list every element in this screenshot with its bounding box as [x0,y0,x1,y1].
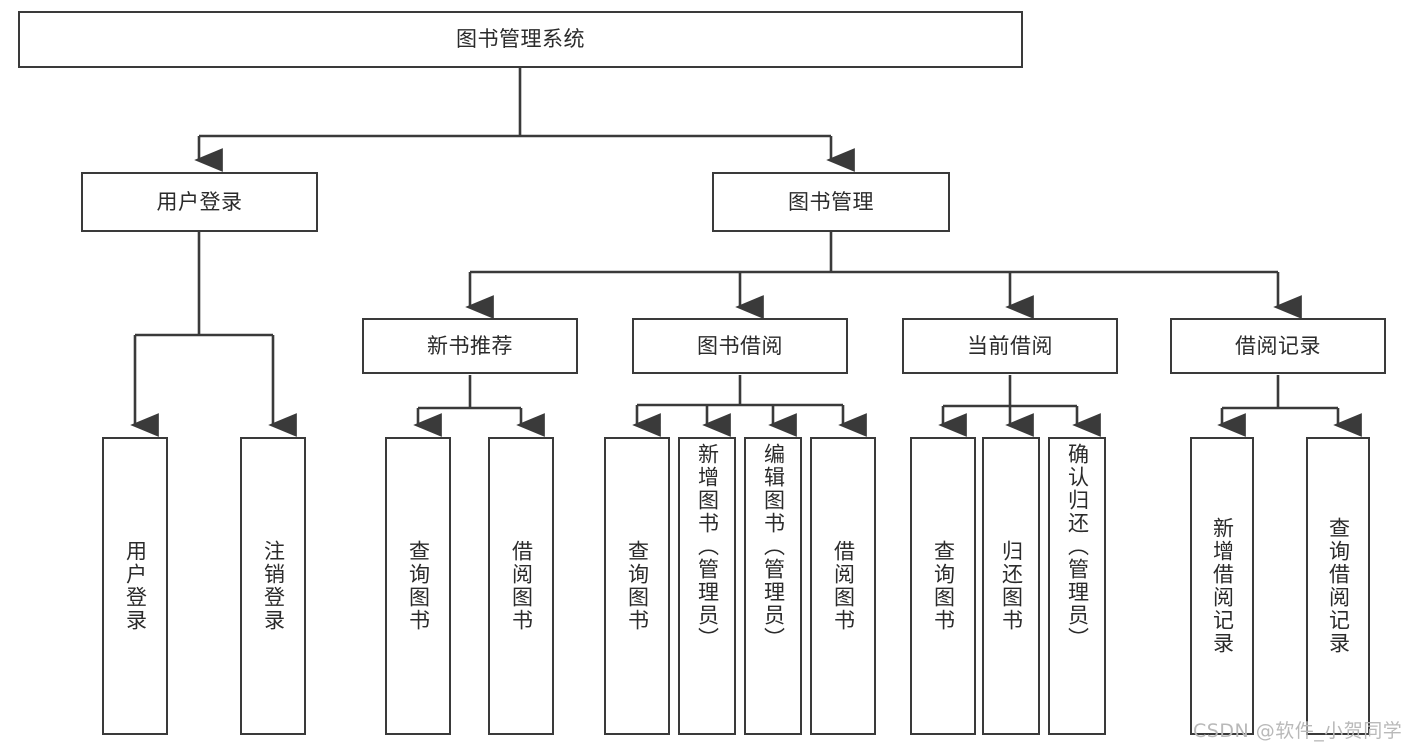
leaf-edit-book-label: 编辑图书（管理员） [761,443,786,650]
leaf-user-login[interactable]: 用户登录 [102,437,168,735]
leaf-logout-login-label: 注销登录 [261,540,286,632]
node-current-borrow-label: 当前借阅 [967,333,1053,358]
leaf-borrow-book-2-label: 借阅图书 [831,540,856,632]
node-borrow-record[interactable]: 借阅记录 [1170,318,1386,374]
leaf-borrow-book-1[interactable]: 借阅图书 [488,437,554,735]
node-book-manage-label: 图书管理 [788,189,874,214]
leaf-borrow-book-2[interactable]: 借阅图书 [810,437,876,735]
leaf-add-book[interactable]: 新增图书（管理员） [678,437,736,735]
leaf-return-book[interactable]: 归还图书 [982,437,1040,735]
leaf-query-book-1-label: 查询图书 [406,540,431,632]
leaf-user-login-label: 用户登录 [123,540,148,632]
node-user-login[interactable]: 用户登录 [81,172,318,232]
node-borrow-record-label: 借阅记录 [1235,333,1321,358]
node-book-borrow[interactable]: 图书借阅 [632,318,848,374]
node-current-borrow[interactable]: 当前借阅 [902,318,1118,374]
node-root-label: 图书管理系统 [456,27,585,52]
leaf-edit-book[interactable]: 编辑图书（管理员） [744,437,802,735]
csdn-watermark: CSDN @软件_小贺同学 [1193,716,1402,743]
leaf-add-record[interactable]: 新增借阅记录 [1190,437,1254,735]
leaf-query-record-label: 查询借阅记录 [1326,517,1351,655]
node-new-book-recommend[interactable]: 新书推荐 [362,318,578,374]
node-book-borrow-label: 图书借阅 [697,333,783,358]
leaf-query-book-2[interactable]: 查询图书 [604,437,670,735]
leaf-logout-login[interactable]: 注销登录 [240,437,306,735]
leaf-add-book-label: 新增图书（管理员） [695,443,720,650]
leaf-query-book-3[interactable]: 查询图书 [910,437,976,735]
leaf-query-book-1[interactable]: 查询图书 [385,437,451,735]
node-new-book-recommend-label: 新书推荐 [427,333,513,358]
leaf-add-record-label: 新增借阅记录 [1210,517,1235,655]
csdn-watermark-text: CSDN @软件_小贺同学 [1193,720,1403,742]
node-root[interactable]: 图书管理系统 [18,11,1023,68]
leaf-borrow-book-1-label: 借阅图书 [509,540,534,632]
node-book-manage[interactable]: 图书管理 [712,172,950,232]
leaf-query-book-3-label: 查询图书 [931,540,956,632]
leaf-query-book-2-label: 查询图书 [625,540,650,632]
node-user-login-label: 用户登录 [156,189,243,214]
leaf-query-record[interactable]: 查询借阅记录 [1306,437,1370,735]
leaf-return-book-label: 归还图书 [999,540,1024,632]
leaf-confirm-return[interactable]: 确认归还（管理员） [1048,437,1106,735]
leaf-confirm-return-label: 确认归还（管理员） [1065,443,1090,650]
